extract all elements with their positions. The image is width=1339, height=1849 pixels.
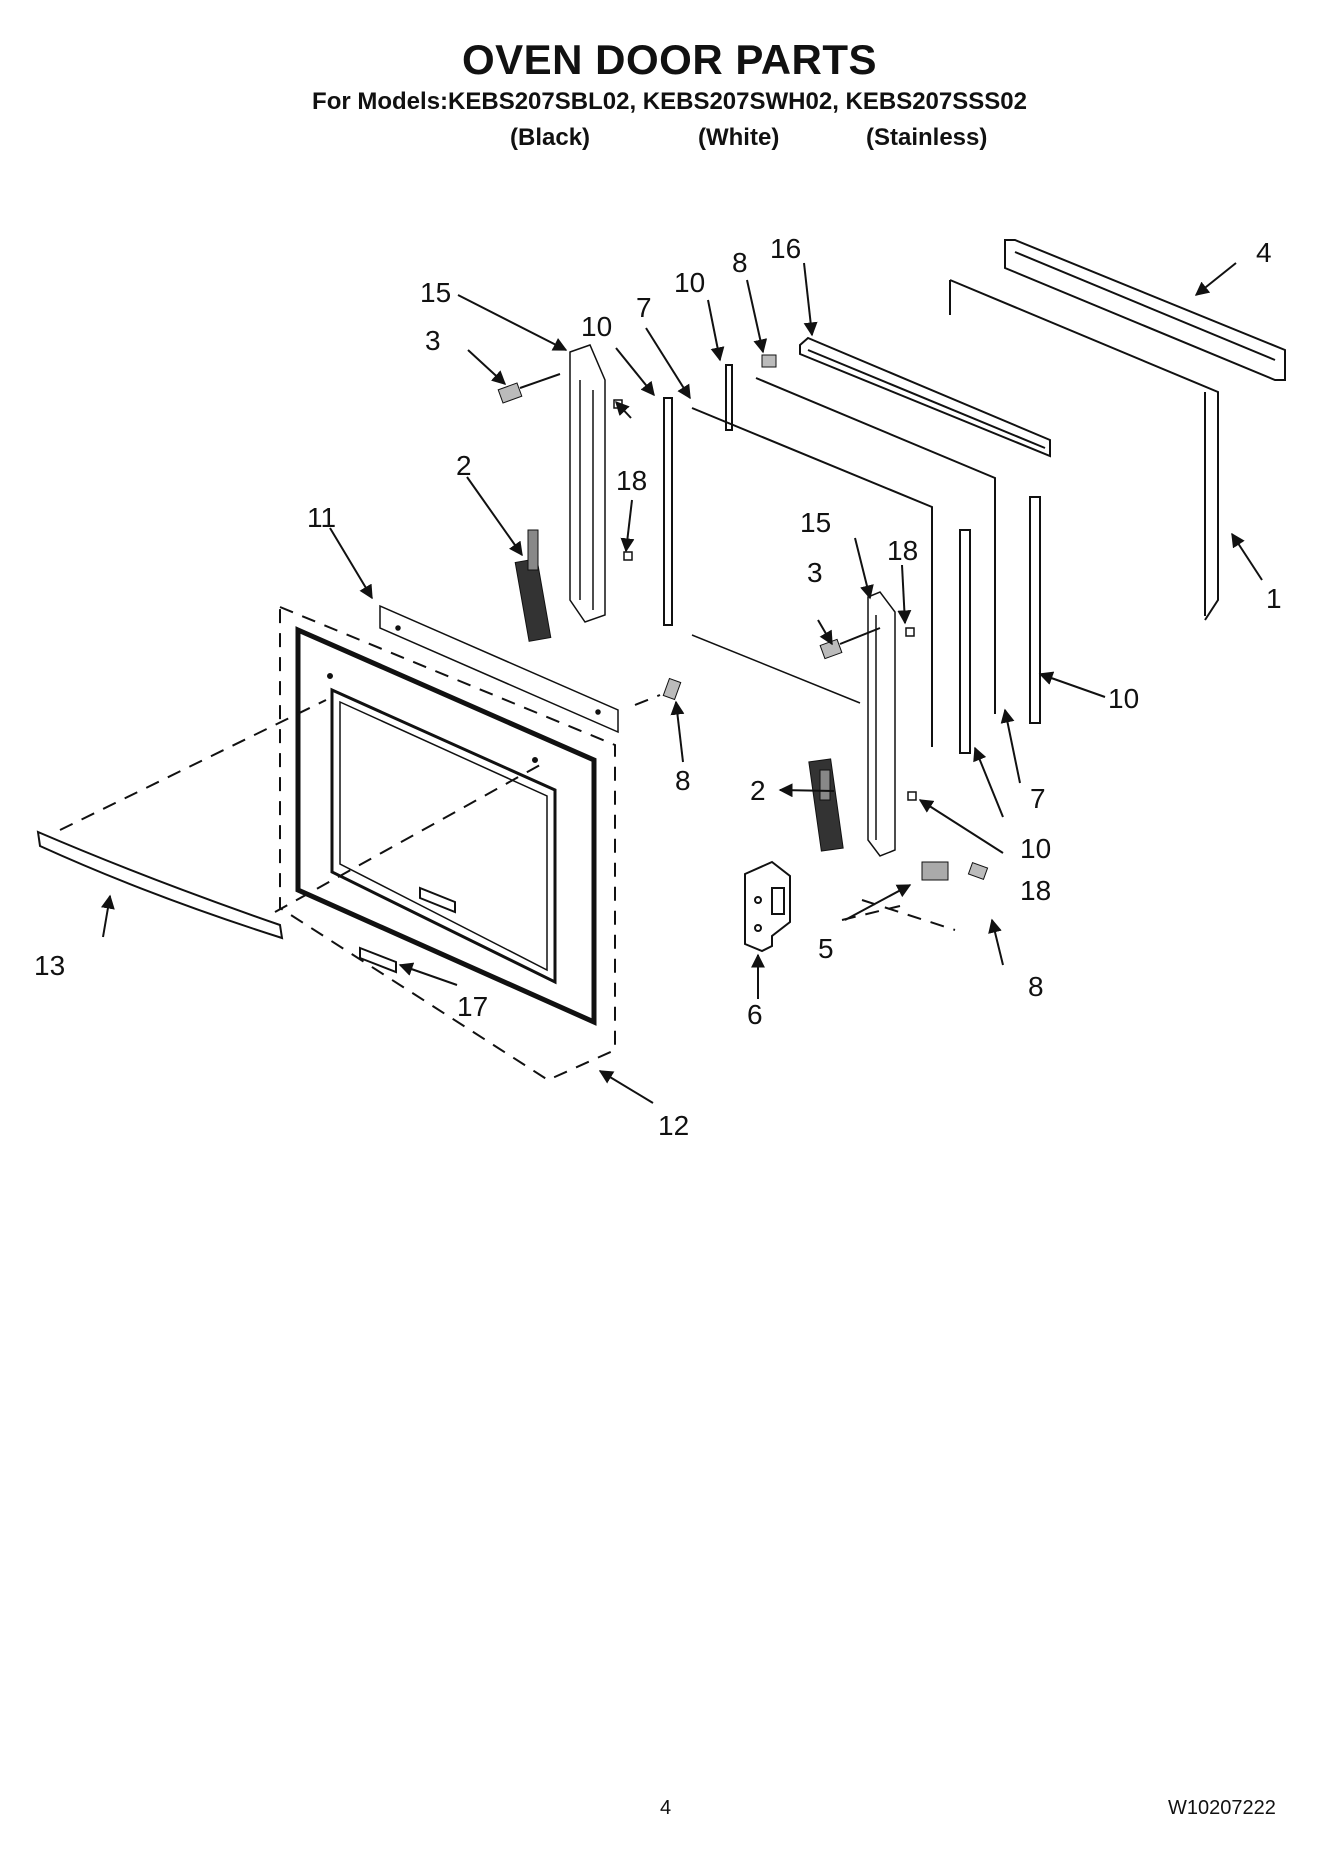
callout-2-right: 2: [750, 775, 766, 806]
callout-10-a: 10: [581, 311, 612, 342]
page-number: 4: [660, 1797, 672, 1819]
spacer-strips-left: [663, 364, 733, 626]
callout-3-left: 3: [425, 325, 441, 356]
inner-glass: [691, 377, 996, 747]
callout-4: 4: [1256, 237, 1272, 268]
right-clips: [905, 627, 917, 801]
callout-3-right: 3: [807, 557, 823, 588]
callout-1: 1: [1266, 583, 1282, 614]
callout-10-b: 10: [674, 267, 705, 298]
callout-10-c: 10: [1108, 683, 1139, 714]
callout-8-top: 8: [732, 247, 748, 278]
outer-door-panel: [295, 626, 597, 1026]
door-handle: [36, 830, 284, 940]
finish-black: (Black): [510, 124, 591, 151]
left-hinge: [514, 529, 552, 642]
top-vent-trim: [1004, 239, 1286, 381]
callout-18-right-top: 18: [887, 535, 918, 566]
callout-7-top: 7: [636, 292, 652, 323]
latch-bracket: [744, 860, 791, 953]
right-screw: [819, 627, 881, 660]
door-vent-slot: [359, 886, 456, 974]
callout-8-bottom: 8: [1028, 971, 1044, 1002]
callout-15-left: 15: [420, 277, 451, 308]
callout-11: 11: [307, 502, 336, 533]
finish-stainless: (Stainless): [866, 124, 988, 151]
door-catch: [921, 861, 949, 881]
handle-mount-lines: [59, 694, 956, 931]
finish-white: (White): [698, 124, 780, 151]
callout-5: 5: [818, 933, 834, 964]
screws-8: [662, 354, 989, 881]
hinge-reinforcement-strip: [379, 604, 619, 734]
leader-arrows: [100, 262, 1263, 1104]
outer-glass-panel: [949, 279, 1219, 621]
callout-17: 17: [457, 991, 488, 1022]
right-hinge-channel: [867, 591, 896, 857]
page-title: OVEN DOOR PARTS: [461, 36, 878, 83]
callout-18-right-bottom: 18: [1020, 875, 1051, 906]
callout-13: 13: [34, 950, 65, 981]
left-screw: [497, 373, 561, 404]
callout-7-bottom: 7: [1030, 783, 1046, 814]
callout-18-left: 18: [616, 465, 647, 496]
callout-12: 12: [658, 1110, 689, 1141]
callout-15-right: 15: [800, 507, 831, 538]
right-hinge: [808, 758, 844, 852]
left-hinge-channel: [569, 344, 606, 623]
models-line: For Models:KEBS207SBL02, KEBS207SWH02, K…: [312, 88, 1027, 115]
callout-16: 16: [770, 233, 801, 264]
callout-8-middle: 8: [675, 765, 691, 796]
callout-6: 6: [747, 999, 763, 1030]
document-number: W10207222: [1168, 1797, 1276, 1819]
callout-10-d: 10: [1020, 833, 1051, 864]
spacer-strips-right: [959, 496, 1041, 754]
outer-door-dashed-outline: [279, 606, 616, 1082]
callout-2-left: 2: [456, 450, 472, 481]
top-trim-channel: [799, 336, 1051, 458]
